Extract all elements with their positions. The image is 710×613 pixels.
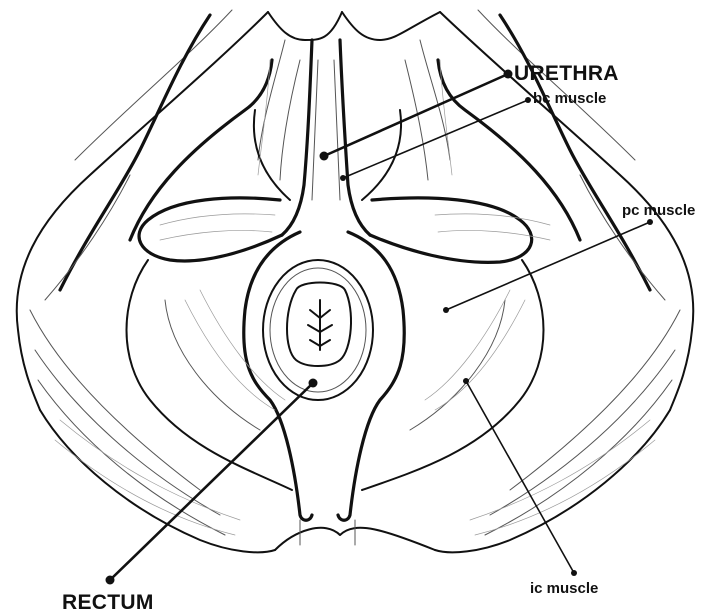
urethra-label: URETHRA — [514, 63, 619, 84]
urethra-leader — [324, 74, 508, 156]
ischiocavernosus-muscle-right — [438, 15, 665, 300]
rectum-label: RECTUM — [62, 592, 154, 613]
pc-muscle-leader — [446, 222, 650, 310]
coccyx-arch — [275, 520, 435, 550]
anus — [287, 283, 351, 367]
levator-ani-fan-left — [30, 310, 275, 552]
levator-ani-fan-right — [435, 310, 680, 552]
central-upper-muscle — [258, 12, 450, 180]
ic-muscle-label: ic muscle — [530, 581, 598, 596]
pc-muscle-label: pc muscle — [622, 203, 695, 218]
ic-muscle-leader — [466, 381, 574, 573]
urethra-channel — [282, 40, 370, 235]
rectal-canal — [244, 232, 405, 520]
rectum-leader — [110, 383, 313, 580]
muscle-fiber-texture — [55, 60, 655, 535]
bc-muscle-label: bc muscle — [533, 91, 606, 106]
